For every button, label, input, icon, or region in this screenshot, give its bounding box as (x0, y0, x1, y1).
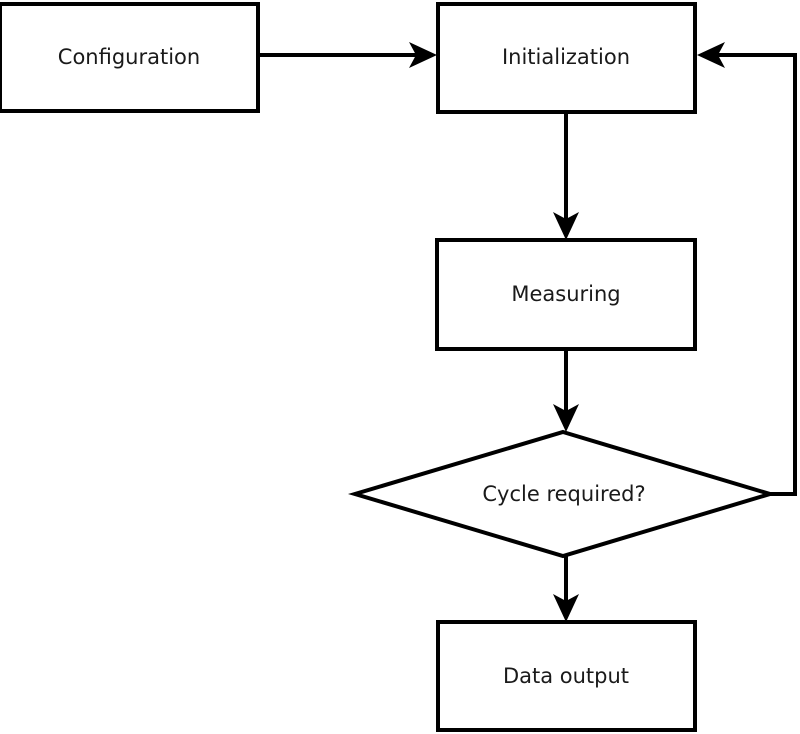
node-configuration-label: Configuration (58, 45, 200, 69)
node-data-output-label: Data output (503, 664, 629, 688)
node-configuration-shape[interactable] (0, 2, 260, 113)
edge-line-feedback-loop (714, 53, 797, 496)
arrow-head-down-to-data-output (553, 594, 579, 622)
node-configuration[interactable]: Configuration (0, 2, 260, 113)
node-measuring-shape[interactable] (435, 238, 697, 351)
node-data-output[interactable]: Data output (436, 620, 697, 732)
edge-cycle-required-to-initialization-feedback (697, 42, 797, 496)
edge-layer (258, 42, 797, 622)
node-initialization-shape[interactable] (436, 2, 697, 114)
node-measuring[interactable]: Measuring (435, 238, 697, 351)
node-cycle-required-shape[interactable] (347, 429, 777, 559)
arrow-head-left-to-initialization (697, 42, 725, 68)
edge-measuring-to-cycle-required (553, 349, 579, 432)
edge-cycle-required-to-data-output (553, 556, 579, 622)
node-data-output-shape[interactable] (436, 620, 697, 732)
node-layer: Configuration Initialization Measuring C… (0, 2, 777, 732)
arrow-head-down-to-cycle-required (553, 404, 579, 432)
arrow-head-right-to-initialization (409, 42, 437, 68)
node-cycle-required[interactable]: Cycle required? (347, 429, 777, 559)
node-initialization-label: Initialization (502, 45, 630, 69)
edge-configuration-to-initialization (258, 42, 437, 68)
edge-initialization-to-measuring (553, 112, 579, 240)
arrow-head-down-to-measuring (553, 212, 579, 240)
node-initialization[interactable]: Initialization (436, 2, 697, 114)
node-cycle-required-label: Cycle required? (482, 482, 645, 506)
node-measuring-label: Measuring (511, 282, 620, 306)
